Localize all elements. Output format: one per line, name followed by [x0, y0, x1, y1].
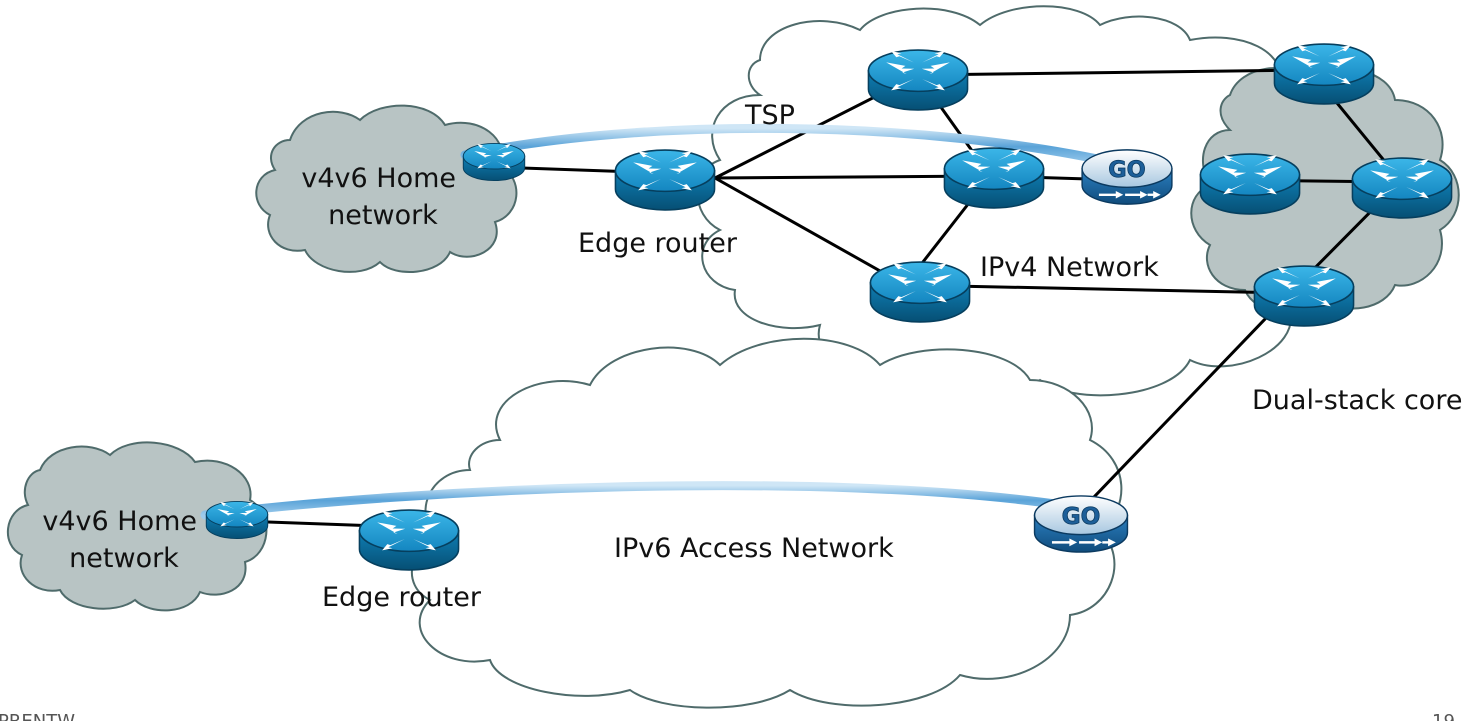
ipv4-network-label: IPv4 Network — [980, 252, 1159, 283]
ipv6-access-network-label: IPv6 Access Network — [614, 533, 894, 564]
home-router-icon-bottom — [205, 500, 269, 540]
ipv6-access-network-cloud — [411, 337, 1123, 709]
router-icon — [869, 261, 971, 323]
go-gateway-icon-bottom — [1033, 494, 1129, 554]
router-icon — [1351, 157, 1453, 219]
go-gateway-icon-top — [1080, 148, 1174, 206]
edge-router-label-top: Edge router — [578, 228, 738, 259]
tsp-tunnel-top — [460, 123, 1130, 170]
dual-stack-core-label: Dual-stack core — [1252, 385, 1462, 416]
home-network-label-bottom: v4v6 Home network — [42, 506, 205, 574]
link — [917, 68, 1311, 77]
router-icon — [1273, 43, 1375, 105]
tunnel-bottom — [200, 481, 1067, 520]
router-icon — [867, 49, 969, 111]
slide-number: 19 — [1432, 711, 1455, 721]
home-network-cloud-top — [255, 104, 518, 274]
footer-left-text: PRENTW — [0, 711, 75, 721]
home-network-cloud-bottom — [6, 441, 268, 612]
home-network-label-top: v4v6 Home network — [301, 163, 464, 231]
edge-router-icon-top — [614, 149, 716, 211]
edge-router-icon-bottom — [358, 509, 460, 571]
edge-router-label-bottom: Edge router — [322, 582, 482, 613]
router-icon — [1253, 265, 1355, 327]
link — [1068, 291, 1292, 524]
router-icon — [1199, 153, 1301, 215]
router-icon — [943, 147, 1045, 209]
home-router-icon-top — [462, 142, 526, 182]
tsp-label: TSP — [744, 100, 795, 131]
link — [714, 176, 906, 287]
